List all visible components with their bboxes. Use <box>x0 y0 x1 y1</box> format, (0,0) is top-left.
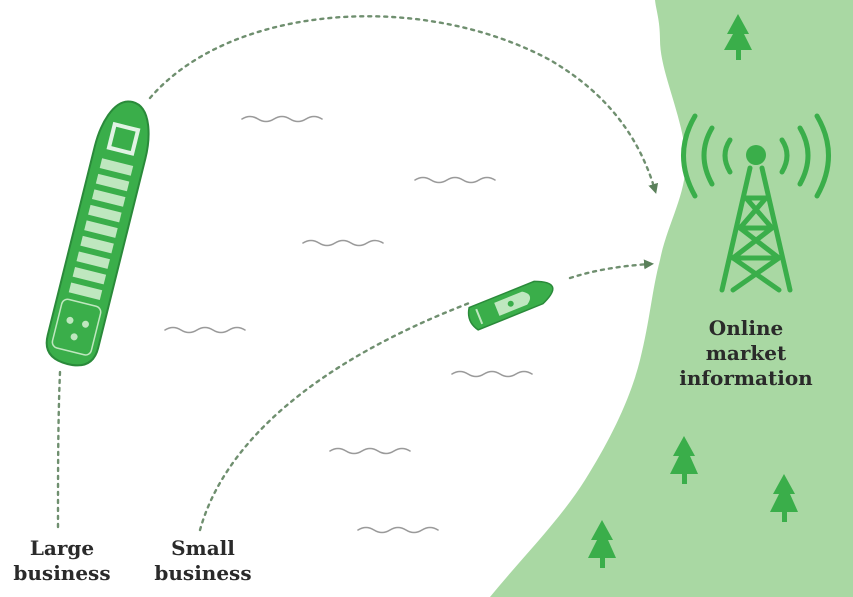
speedboat-icon <box>465 276 557 332</box>
large-business-label-line-1: Large <box>2 536 122 561</box>
small-business-label-line-2: business <box>142 561 264 586</box>
wave-icon <box>165 328 245 333</box>
wave-icon <box>415 178 495 183</box>
cargo-ship-icon <box>42 96 158 371</box>
wave-icon <box>452 372 532 377</box>
small-business-label: Small business <box>142 536 264 586</box>
small-business-route <box>200 302 472 530</box>
small-boat-route <box>570 264 650 278</box>
large-business-route <box>58 372 60 527</box>
wave-icon <box>330 449 410 454</box>
small-business-label-line-1: Small <box>142 536 264 561</box>
large-business-label-line-2: business <box>2 561 122 586</box>
large-ship-arc-route <box>150 16 655 190</box>
large-business-label: Large business <box>2 536 122 586</box>
online-market-information-label: Online market information <box>668 316 824 391</box>
online-market-information-line-2: market <box>668 341 824 366</box>
online-market-information-line-3: information <box>668 366 824 391</box>
wave-icon <box>303 241 383 246</box>
wave-icon <box>242 117 322 122</box>
online-market-information-line-1: Online <box>668 316 824 341</box>
wave-icon <box>358 528 438 533</box>
